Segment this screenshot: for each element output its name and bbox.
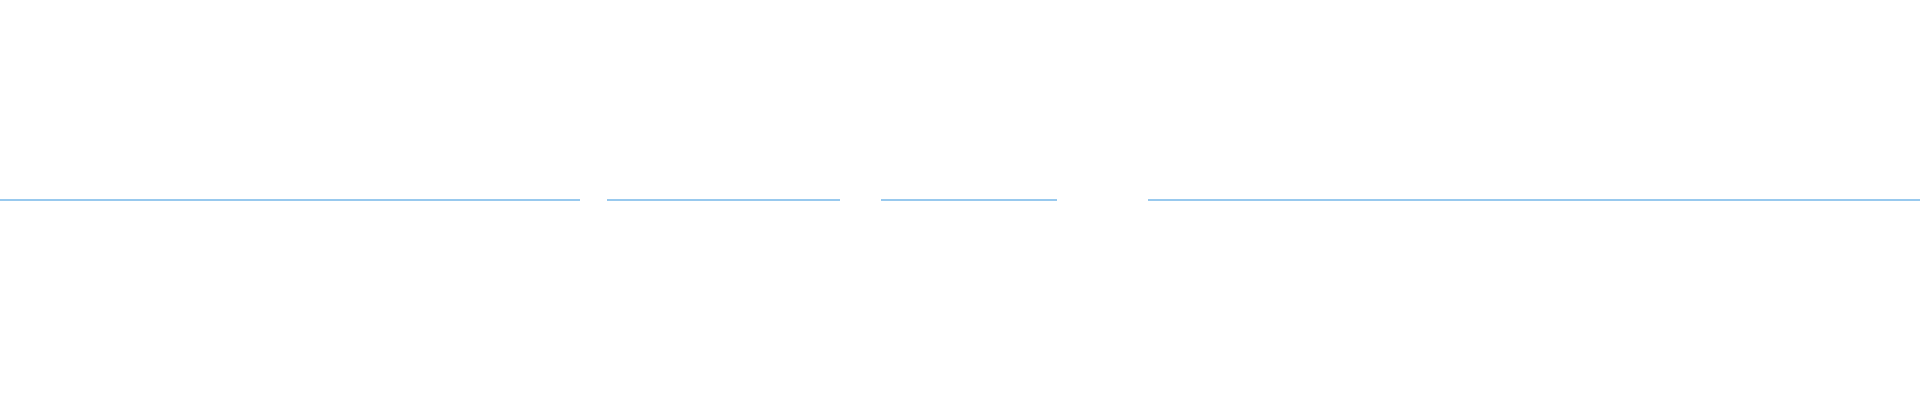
waveform-trace — [0, 199, 1920, 201]
